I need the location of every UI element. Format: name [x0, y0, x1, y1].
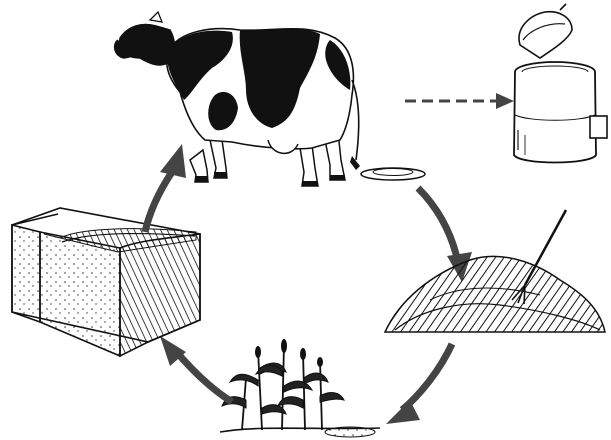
- compost-to-corn-arrow: [402, 344, 452, 410]
- dashed-arrowhead-icon: [496, 93, 514, 109]
- silage-bunker-icon: [12, 208, 200, 356]
- corn-plants-icon: [220, 339, 380, 437]
- compost-pile-icon: [385, 210, 605, 332]
- milk-can-icon: [514, 4, 607, 163]
- cow-to-milk-arrow: [405, 93, 514, 109]
- corn-to-silage-arrow: [175, 350, 232, 402]
- arrowhead-icon: [386, 400, 420, 424]
- arrowhead-icon: [160, 144, 186, 178]
- manure-pile-icon: [361, 168, 425, 180]
- manure-to-compost-arrow: [418, 188, 458, 262]
- cow-icon: [115, 12, 360, 186]
- silage-to-cow-arrow: [145, 172, 172, 232]
